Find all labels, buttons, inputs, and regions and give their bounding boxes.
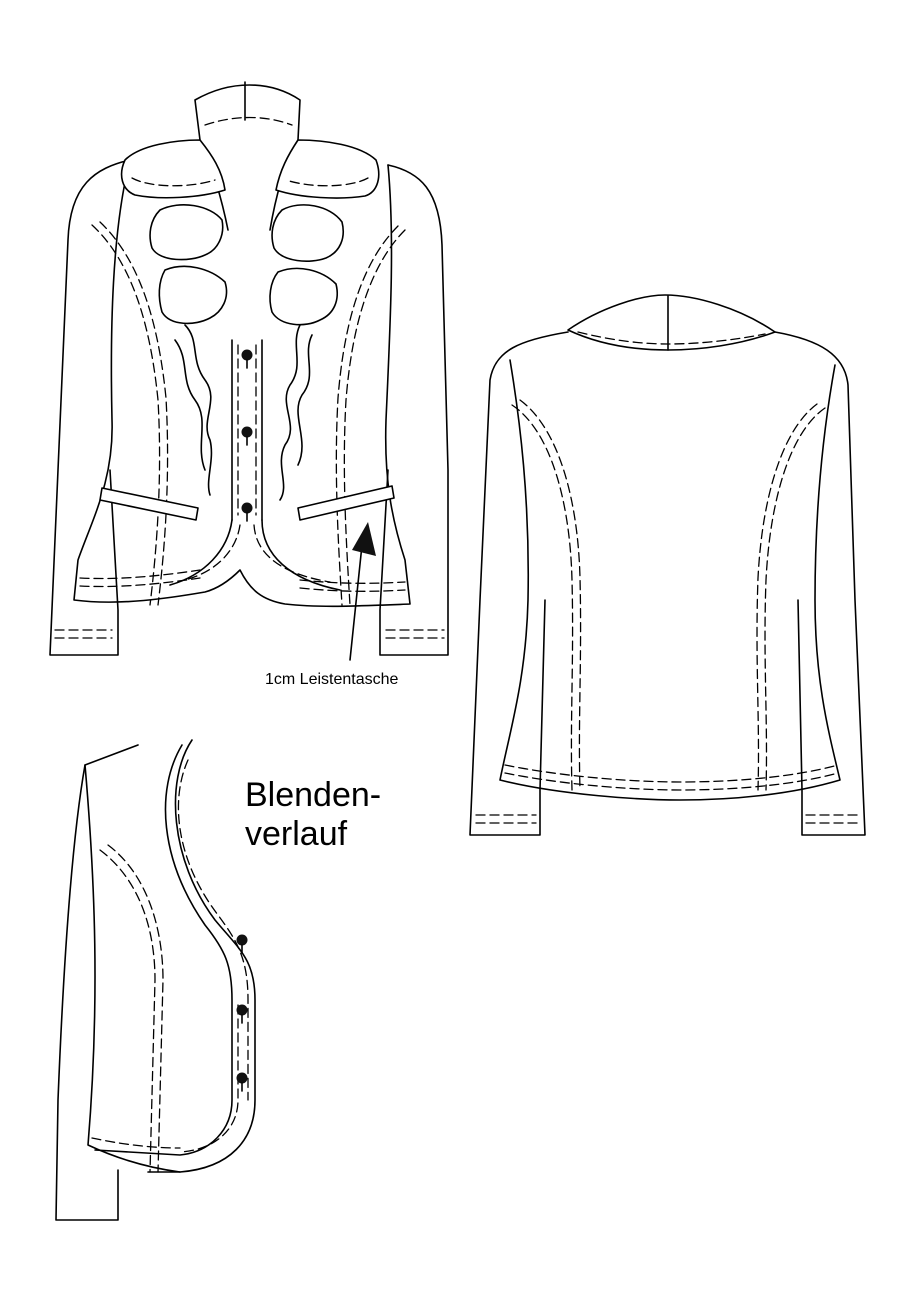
back-collar — [567, 294, 776, 351]
jacket-front-view — [49, 81, 449, 661]
facing-detail-view — [55, 739, 256, 1221]
front-collar-right — [275, 139, 380, 199]
front-buttons — [241, 349, 253, 522]
welt-pocket-left — [99, 487, 199, 521]
front-placket — [231, 339, 263, 521]
jacket-back-view — [469, 294, 866, 836]
back-body-outline — [499, 359, 841, 801]
back-right-sleeve — [774, 331, 866, 836]
facing-front-edge — [147, 739, 256, 1173]
back-left-sleeve — [469, 331, 569, 836]
front-left-sleeve — [49, 159, 131, 656]
pocket-pointer-line — [349, 544, 363, 661]
front-right-sleeve — [379, 164, 449, 656]
facing-body-outline — [55, 744, 139, 1221]
front-ruffle-left — [149, 204, 224, 261]
button-icon — [236, 1004, 248, 1016]
front-body-outline — [73, 159, 411, 608]
button-icon — [241, 349, 253, 361]
facing-buttons — [236, 934, 248, 1092]
button-icon — [241, 426, 253, 438]
button-icon — [236, 934, 248, 946]
button-icon — [236, 1072, 248, 1084]
pocket-pointer-arrow-icon — [352, 522, 376, 556]
button-icon — [241, 502, 253, 514]
welt-pocket-right — [297, 485, 395, 521]
facing-label-line1: Blenden- — [245, 776, 381, 814]
pocket-label: 1cm Leistentasche — [265, 671, 399, 688]
front-collar-left — [120, 139, 226, 199]
front-ruffle-right — [271, 204, 344, 262]
facing-label-line2: verlauf — [245, 815, 348, 853]
